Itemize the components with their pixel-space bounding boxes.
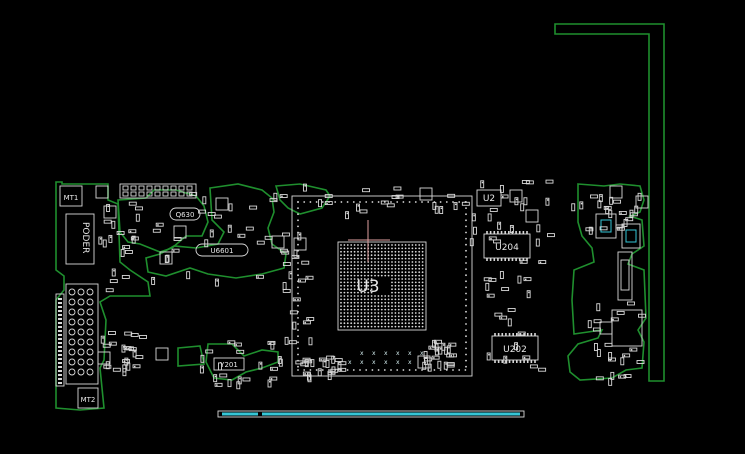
- svg-text:x: x: [384, 359, 388, 366]
- outline-left-mid: [117, 189, 209, 253]
- svg-text:x: x: [372, 350, 376, 357]
- u6601-component[interactable]: U6601: [195, 243, 249, 257]
- outline-top-center: [274, 183, 331, 215]
- u2-chip[interactable]: U2: [476, 189, 502, 207]
- u3-ball-grid: [297, 201, 467, 371]
- svg-text:x: x: [396, 359, 400, 366]
- svg-text:x: x: [396, 350, 400, 357]
- q630-label: Q630: [176, 211, 195, 219]
- passive-components: [95, 179, 649, 390]
- outline-right-rail: [554, 23, 665, 382]
- svg-text:x: x: [348, 359, 352, 366]
- outline-bottom-pads-2: [205, 343, 279, 381]
- svg-text:x: x: [408, 350, 412, 357]
- poder-component[interactable]: PODER: [65, 213, 95, 265]
- u202-pins: [494, 333, 536, 363]
- u204-chip[interactable]: U204: [483, 231, 531, 261]
- q630-component[interactable]: Q630: [169, 207, 201, 221]
- outline-right-region: [567, 183, 647, 381]
- svg-text:x: x: [360, 350, 364, 357]
- poder-label: PODER: [80, 222, 90, 253]
- left-connector-pins: [58, 288, 94, 384]
- right-vertical-part[interactable]: [617, 251, 633, 301]
- u204-label: U204: [495, 243, 519, 253]
- outline-bottom-pads: [177, 345, 205, 367]
- mt2-label: MT2: [81, 396, 96, 404]
- u6601-label: U6601: [211, 247, 234, 255]
- outline-center-left: [145, 183, 287, 279]
- u2-label: U2: [483, 194, 495, 204]
- left-connector-strip[interactable]: [55, 283, 99, 387]
- svg-text:x: x: [384, 350, 388, 357]
- u3-label: U3: [356, 277, 379, 297]
- y201-label: Y201: [219, 361, 238, 369]
- bottom-edge-connector[interactable]: [217, 410, 525, 418]
- right-lower-block[interactable]: [611, 309, 643, 347]
- mt1-label: MT1: [64, 194, 79, 202]
- mt2-mount[interactable]: MT2: [77, 387, 99, 409]
- y201-crystal[interactable]: Y201: [213, 357, 245, 371]
- right-cyan-component-1[interactable]: [595, 213, 617, 239]
- right-cyan-component-2[interactable]: [621, 223, 641, 249]
- u202-chip[interactable]: U202: [491, 333, 539, 363]
- svg-text:x: x: [408, 359, 412, 366]
- svg-text:x: x: [372, 359, 376, 366]
- svg-text:x: x: [420, 350, 424, 357]
- mt1-mount[interactable]: MT1: [59, 185, 83, 207]
- svg-text:x: x: [360, 359, 364, 366]
- top-header-row[interactable]: [119, 183, 197, 199]
